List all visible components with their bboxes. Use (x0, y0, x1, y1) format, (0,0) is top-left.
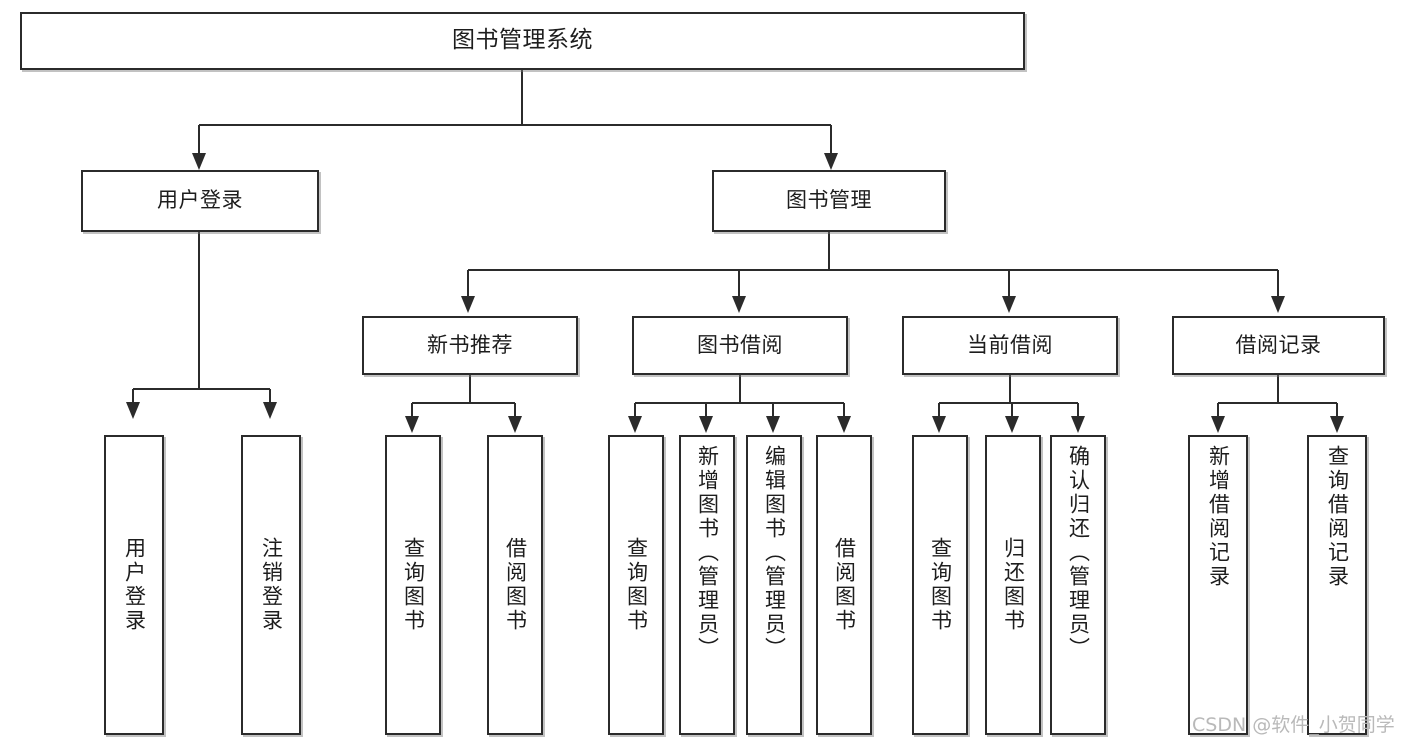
connector-group-drop-3-0 (937, 403, 941, 416)
connector-group-drop-2-3 (842, 403, 846, 416)
arrowhead-icon-root-0 (192, 153, 206, 170)
node-leaf-6-label: 编辑图书（管理员） (762, 445, 787, 661)
connector-l2-drop-1 (737, 270, 741, 296)
connector-group-drop-0-0 (131, 389, 135, 402)
connector-group-drop-2-2 (771, 403, 775, 416)
arrowhead-icon-group-2-0 (628, 416, 642, 433)
arrowhead-icon-group-2-2 (766, 416, 780, 433)
node-leaf-1-label: 注销登录 (259, 537, 284, 633)
node-level3-2-label: 当前借阅 (967, 332, 1053, 357)
arrowhead-icon-group-3-0 (932, 416, 946, 433)
connector-l2-drop-3 (1276, 270, 1280, 296)
arrowhead-icon-l2-2 (1002, 296, 1016, 313)
arrowhead-icon-group-2-3 (837, 416, 851, 433)
connector-l2-drop-2 (1007, 270, 1011, 296)
node-level3-3[interactable]: 借阅记录 (1172, 316, 1385, 375)
connector-l2-trunk (827, 232, 831, 270)
node-leaf-8-label: 查询图书 (928, 537, 953, 633)
connector-group-trunk-2 (738, 375, 742, 403)
arrowhead-icon-group-0-0 (126, 402, 140, 419)
connector-root-drop-1 (829, 125, 833, 153)
connector-group-drop-2-1 (704, 403, 708, 416)
node-leaf-8[interactable]: 查询图书 (912, 435, 968, 735)
node-leaf-9[interactable]: 归还图书 (985, 435, 1041, 735)
arrowhead-icon-l2-1 (732, 296, 746, 313)
arrowhead-icon-root-1 (824, 153, 838, 170)
connector-group-bar-0 (133, 387, 270, 391)
arrowhead-icon-l2-0 (461, 296, 475, 313)
node-leaf-4-label: 查询图书 (624, 537, 649, 633)
node-leaf-12-label: 查询借阅记录 (1325, 445, 1350, 589)
connector-group-drop-3-2 (1076, 403, 1080, 416)
connector-root-trunk (520, 70, 524, 125)
node-leaf-0[interactable]: 用户登录 (104, 435, 164, 735)
node-leaf-6[interactable]: 编辑图书（管理员） (746, 435, 802, 735)
node-leaf-7-label: 借阅图书 (832, 537, 857, 633)
node-level3-3-label: 借阅记录 (1235, 332, 1322, 357)
connector-group-drop-0-1 (268, 389, 272, 402)
node-leaf-2[interactable]: 查询图书 (385, 435, 441, 735)
node-root-system[interactable]: 图书管理系统 (20, 12, 1025, 70)
node-level3-0-label: 新书推荐 (427, 332, 513, 357)
arrowhead-icon-l2-3 (1271, 296, 1285, 313)
connector-group-drop-1-0 (410, 403, 414, 416)
connector-group-trunk-1 (468, 375, 472, 403)
node-level3-0[interactable]: 新书推荐 (362, 316, 578, 375)
node-leaf-3-label: 借阅图书 (503, 537, 528, 633)
node-leaf-1[interactable]: 注销登录 (241, 435, 301, 735)
connector-group-trunk-3 (1008, 375, 1012, 403)
node-level2-1[interactable]: 图书管理 (712, 170, 946, 232)
node-level2-1-label: 图书管理 (786, 188, 872, 213)
arrowhead-icon-group-4-1 (1330, 416, 1344, 433)
node-root-system-label: 图书管理系统 (452, 27, 593, 54)
node-leaf-2-label: 查询图书 (401, 537, 426, 633)
connector-group-trunk-0 (197, 232, 201, 389)
node-leaf-12[interactable]: 查询借阅记录 (1307, 435, 1367, 735)
connector-group-bar-3 (939, 401, 1078, 405)
connector-group-drop-2-0 (633, 403, 637, 416)
connector-group-bar-2 (635, 401, 844, 405)
connector-group-drop-4-0 (1216, 403, 1220, 416)
node-leaf-4[interactable]: 查询图书 (608, 435, 664, 735)
node-level2-0-label: 用户登录 (157, 188, 243, 213)
connector-l2-drop-0 (466, 270, 470, 296)
connector-group-drop-3-1 (1010, 403, 1014, 416)
connector-group-bar-1 (412, 401, 515, 405)
node-leaf-11-label: 新增借阅记录 (1206, 445, 1231, 589)
arrowhead-icon-group-1-0 (405, 416, 419, 433)
connector-group-trunk-4 (1276, 375, 1280, 403)
connector-root-drop-0 (197, 125, 201, 153)
arrowhead-icon-group-1-1 (508, 416, 522, 433)
node-level3-2[interactable]: 当前借阅 (902, 316, 1118, 375)
connector-l2-bar (468, 268, 1278, 272)
connector-group-drop-4-1 (1335, 403, 1339, 416)
connector-group-bar-4 (1218, 401, 1337, 405)
node-level3-1-label: 图书借阅 (697, 332, 783, 357)
connector-root-bar (199, 123, 831, 127)
node-leaf-9-label: 归还图书 (1001, 537, 1026, 633)
arrowhead-icon-group-0-1 (263, 402, 277, 419)
node-level3-1[interactable]: 图书借阅 (632, 316, 848, 375)
arrowhead-icon-group-2-1 (699, 416, 713, 433)
arrowhead-icon-group-3-2 (1071, 416, 1085, 433)
node-leaf-10-label: 确认归还（管理员） (1066, 445, 1091, 661)
connector-group-drop-1-1 (513, 403, 517, 416)
node-leaf-5[interactable]: 新增图书（管理员） (679, 435, 735, 735)
node-leaf-10[interactable]: 确认归还（管理员） (1050, 435, 1106, 735)
node-level2-0[interactable]: 用户登录 (81, 170, 319, 232)
arrowhead-icon-group-4-0 (1211, 416, 1225, 433)
node-leaf-5-label: 新增图书（管理员） (695, 445, 720, 661)
node-leaf-11[interactable]: 新增借阅记录 (1188, 435, 1248, 735)
node-leaf-3[interactable]: 借阅图书 (487, 435, 543, 735)
node-leaf-0-label: 用户登录 (122, 537, 147, 633)
arrowhead-icon-group-3-1 (1005, 416, 1019, 433)
node-leaf-7[interactable]: 借阅图书 (816, 435, 872, 735)
